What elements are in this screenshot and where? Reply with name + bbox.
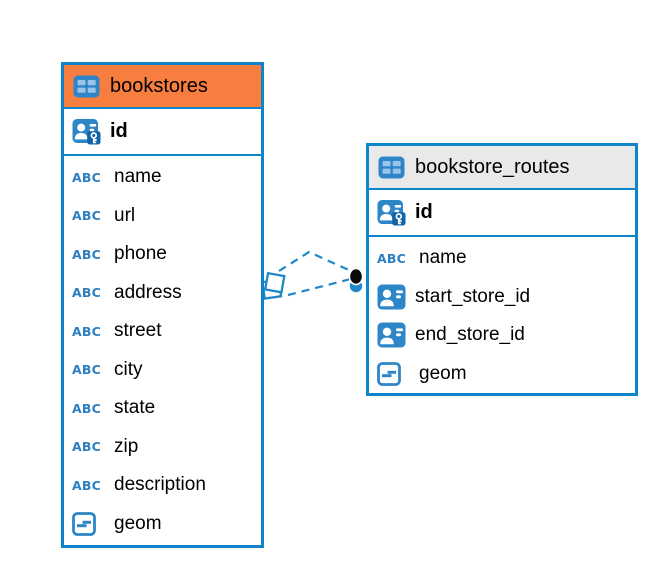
column-name: id xyxy=(110,120,128,142)
column-name: phone xyxy=(114,243,167,265)
column-row-geom[interactable]: geom xyxy=(64,505,261,544)
text-type-icon: ABC xyxy=(72,477,101,493)
table-bookstores[interactable]: bookstores id xyxy=(61,62,264,548)
text-type-icon: ABC xyxy=(72,208,101,224)
table-bookstores-header[interactable]: bookstores xyxy=(64,65,261,109)
column-name: id xyxy=(415,201,433,223)
column-name: city xyxy=(114,358,143,380)
text-type-icon: ABC xyxy=(72,285,101,301)
table-bookstore-routes-header[interactable]: bookstore_routes xyxy=(369,146,635,190)
reference-id-icon xyxy=(377,322,406,348)
column-row-street[interactable]: ABC street xyxy=(64,312,261,351)
column-name: name xyxy=(114,166,162,188)
column-name: geom xyxy=(114,512,162,534)
table-title: bookstores xyxy=(110,74,208,97)
relationship-line-upper[interactable] xyxy=(278,250,352,273)
primary-key-icon xyxy=(377,199,406,226)
column-row-name[interactable]: ABC name xyxy=(369,239,635,278)
primary-key-icon xyxy=(72,118,101,145)
table-icon xyxy=(378,156,405,179)
text-type-icon: ABC xyxy=(72,246,101,262)
column-row-city[interactable]: ABC city xyxy=(64,351,261,390)
table-bookstore-routes[interactable]: bookstore_routes id xyxy=(366,143,638,396)
column-row-address[interactable]: ABC address xyxy=(64,274,261,313)
column-row-state[interactable]: ABC state xyxy=(64,389,261,428)
column-name: end_store_id xyxy=(415,324,525,346)
column-name: name xyxy=(419,247,467,269)
column-row-geom[interactable]: geom xyxy=(369,355,635,394)
text-type-icon: ABC xyxy=(72,400,101,416)
text-type-icon: ABC xyxy=(72,439,101,455)
column-name: street xyxy=(114,320,162,342)
column-name: description xyxy=(114,474,206,496)
text-type-icon: ABC xyxy=(72,323,101,339)
column-name: geom xyxy=(419,362,467,384)
column-list: ABC name start_store_id xyxy=(369,237,635,395)
reference-id-icon xyxy=(377,284,406,310)
column-row-start-store-id[interactable]: start_store_id xyxy=(369,278,635,317)
relationship-line-lower[interactable] xyxy=(287,277,352,297)
geometry-type-icon xyxy=(72,511,105,536)
one-end-marker-stacked-dots[interactable] xyxy=(348,267,364,293)
column-row-name[interactable]: ABC name xyxy=(64,158,261,197)
column-name: state xyxy=(114,397,156,419)
column-list: ABC name ABC url ABC phone ABC address A… xyxy=(64,156,261,545)
column-row-url[interactable]: ABC url xyxy=(64,197,261,236)
column-row-id[interactable]: id xyxy=(64,109,261,156)
geometry-type-icon xyxy=(377,361,410,386)
many-end-marker-stacked-squares[interactable] xyxy=(261,271,286,300)
column-name: zip xyxy=(114,435,139,457)
column-row-zip[interactable]: ABC zip xyxy=(64,428,261,467)
text-type-icon: ABC xyxy=(72,169,101,185)
table-title: bookstore_routes xyxy=(415,155,570,178)
text-type-icon: ABC xyxy=(377,250,406,266)
table-icon xyxy=(73,75,100,98)
column-row-description[interactable]: ABC description xyxy=(64,466,261,505)
column-name: address xyxy=(114,281,182,303)
column-name: url xyxy=(114,204,136,226)
text-type-icon: ABC xyxy=(72,362,101,378)
column-row-phone[interactable]: ABC phone xyxy=(64,235,261,274)
column-row-end-store-id[interactable]: end_store_id xyxy=(369,316,635,355)
column-name: start_store_id xyxy=(415,285,531,307)
column-row-id[interactable]: id xyxy=(369,190,635,237)
